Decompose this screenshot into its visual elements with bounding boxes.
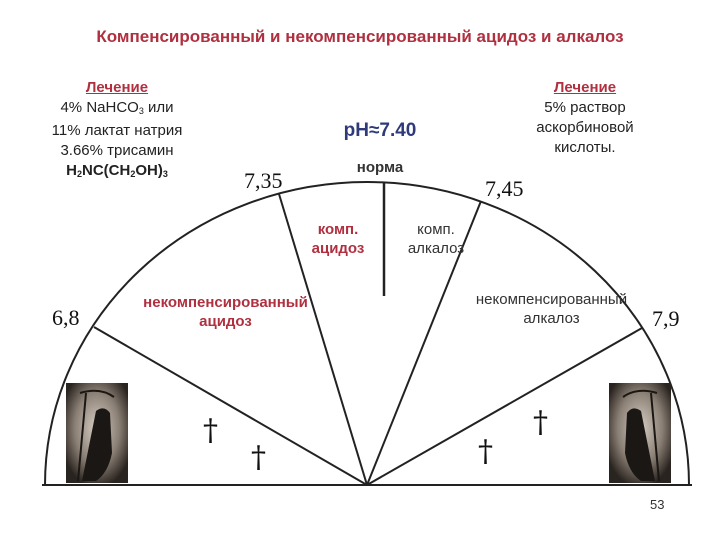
norm-label: норма: [340, 159, 420, 176]
radial-line-79: [367, 328, 642, 485]
grim-reaper-image-right: [609, 383, 671, 483]
dagger-icon: †: [478, 434, 493, 469]
dagger-icon: †: [251, 440, 266, 475]
comp-alkalosis-label: комп.алкалоз: [396, 220, 476, 258]
page-number: 53: [650, 497, 664, 512]
comp-acidosis-label: комп.ацидоз: [298, 220, 378, 258]
grim-reaper-image-left: [66, 383, 128, 483]
dagger-icon: †: [533, 405, 548, 440]
tick-745: 7,45: [485, 176, 524, 202]
dagger-icon: †: [203, 413, 218, 448]
tick-735: 7,35: [244, 168, 283, 194]
tick-68: 6,8: [52, 305, 80, 331]
